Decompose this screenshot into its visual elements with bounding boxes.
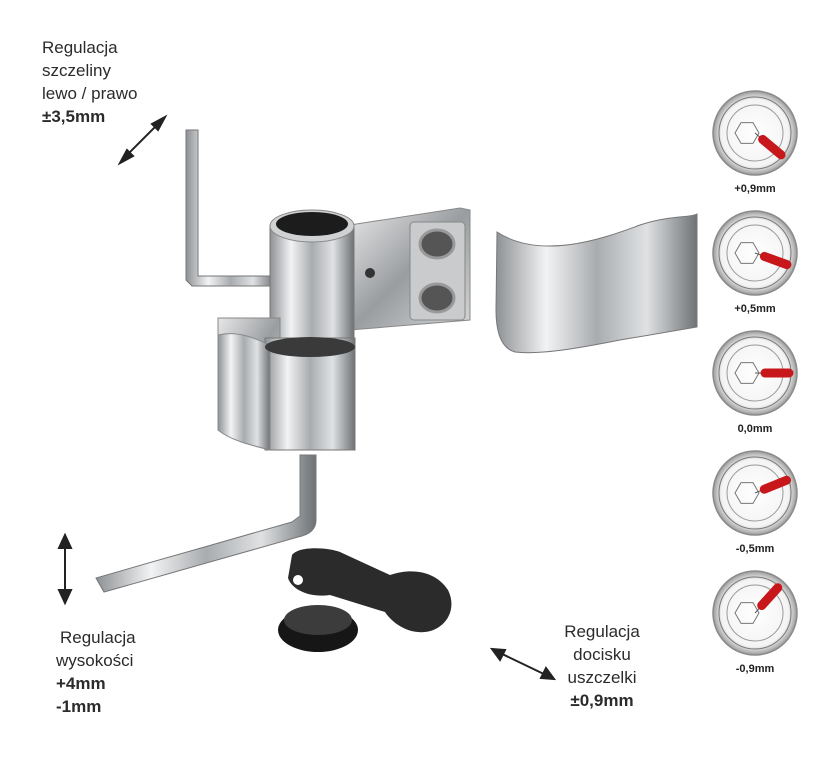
height-arrow bbox=[57, 532, 73, 606]
dial-3-graphic bbox=[712, 330, 798, 416]
dial-4: -0,5mm bbox=[705, 448, 805, 555]
gap-label: Regulacja szczeliny lewo / prawo ±3,5mm bbox=[42, 36, 137, 128]
dial-2-graphic bbox=[712, 210, 798, 296]
dial-2-caption: +0,5mm bbox=[734, 303, 776, 315]
hinge-cover bbox=[495, 213, 698, 354]
dial-1: +0,9mm bbox=[705, 88, 805, 195]
dial-1-caption: +0,9mm bbox=[734, 183, 776, 195]
seal-label-value: ±0,9mm bbox=[570, 691, 634, 710]
gap-label-value: ±3,5mm bbox=[42, 107, 106, 126]
height-label-line1: Regulacja bbox=[60, 628, 136, 647]
dial-3-caption: 0,0mm bbox=[737, 423, 773, 435]
height-label-line2: wysokości bbox=[56, 651, 134, 670]
gap-label-line1: Regulacja bbox=[42, 38, 118, 57]
dial-5-graphic bbox=[712, 570, 798, 656]
top-allen-key bbox=[185, 129, 276, 287]
seal-arrow bbox=[489, 647, 557, 681]
rubber-cap bbox=[278, 605, 358, 652]
dial-2: +0,5mm bbox=[705, 208, 805, 315]
seal-label: Regulacja docisku uszczelki ±0,9mm bbox=[548, 620, 656, 712]
gap-label-line3: lewo / prawo bbox=[42, 84, 138, 103]
height-label-value1: +4mm bbox=[56, 674, 106, 693]
height-label-value2: -1mm bbox=[56, 697, 102, 716]
upper-hinge-part bbox=[269, 207, 471, 354]
bottom-allen-key bbox=[95, 454, 317, 593]
dial-4-caption: -0,5mm bbox=[735, 543, 775, 555]
dial-3: 0,0mm bbox=[705, 328, 805, 435]
seal-label-line1: Regulacja bbox=[564, 622, 640, 641]
seal-label-line2: docisku bbox=[573, 645, 631, 664]
dial-4-graphic bbox=[712, 450, 798, 536]
gap-label-line2: szczeliny bbox=[42, 61, 111, 80]
dial-5-caption: -0,9mm bbox=[735, 663, 775, 675]
lower-hinge-part bbox=[217, 317, 356, 451]
adjustment-wrench bbox=[288, 548, 452, 633]
height-label: Regulacja wysokości +4mm -1mm bbox=[56, 626, 136, 718]
dial-5: -0,9mm bbox=[705, 568, 805, 675]
adjustment-dials: +0,9mm +0,5mm 0,0mm -0,5mm -0,9mm bbox=[700, 88, 810, 688]
dial-1-graphic bbox=[712, 90, 798, 176]
gap-arrow bbox=[117, 114, 168, 166]
seal-label-line3: uszczelki bbox=[567, 668, 637, 687]
